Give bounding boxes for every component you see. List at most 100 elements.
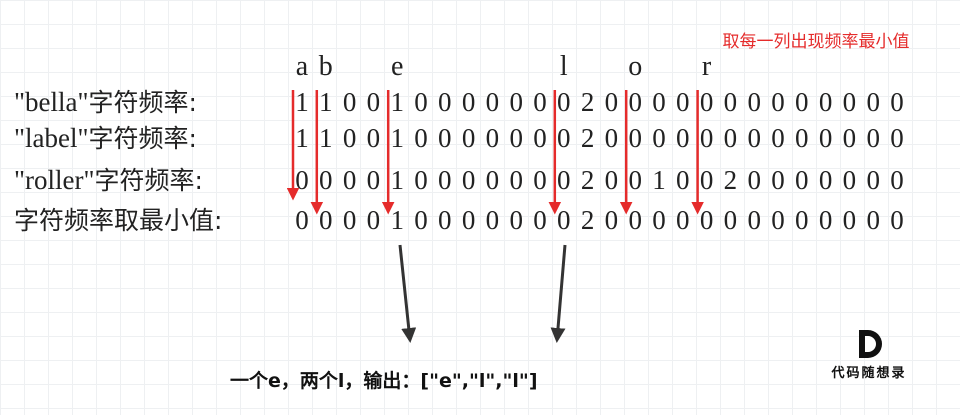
freq-cell: 0 xyxy=(723,205,738,235)
freq-cell: 0 xyxy=(604,205,619,235)
freq-cell: 0 xyxy=(771,123,785,153)
row-suffix: 字符频率: xyxy=(88,124,197,153)
freq-cell: 0 xyxy=(533,165,547,195)
freq-cell: 0 xyxy=(795,123,809,153)
freq-cell: 0 xyxy=(342,165,357,195)
freq-cell: 0 xyxy=(890,123,904,153)
freq-cell: 0 xyxy=(342,87,357,117)
freq-cell: 0 xyxy=(342,123,357,153)
freq-cell: 0 xyxy=(676,165,690,195)
freq-cell: 0 xyxy=(676,205,690,235)
freq-cell: 1 xyxy=(295,123,309,153)
freq-cell: 0 xyxy=(866,87,880,117)
freq-cell: 0 xyxy=(818,87,833,117)
freq-cell: 0 xyxy=(319,205,333,235)
freq-cell: 0 xyxy=(818,123,833,153)
freq-cell: 0 xyxy=(842,87,857,117)
freq-cell: 1 xyxy=(390,205,404,235)
row-label-3: 字符频率取最小值: xyxy=(14,203,222,238)
freq-cell: 0 xyxy=(676,87,690,117)
row-word: "bella" xyxy=(14,87,89,117)
freq-cell: 0 xyxy=(723,123,738,153)
freq-cell: 1 xyxy=(390,165,404,195)
freq-cell: 0 xyxy=(771,87,785,117)
freq-cell: 0 xyxy=(699,165,714,195)
freq-cell: 0 xyxy=(699,123,714,153)
row-suffix: 字符频率: xyxy=(88,88,197,117)
row-label-0: "bella"字符频率: xyxy=(14,85,197,120)
freq-cell: 0 xyxy=(461,205,476,235)
freq-cell: 0 xyxy=(438,123,452,153)
letter-l: l xyxy=(559,51,568,82)
freq-cell: 0 xyxy=(604,165,619,195)
output-text: 一个e，两个l，输出：["e","l","l"] xyxy=(230,370,538,392)
freq-cell: 0 xyxy=(747,205,761,235)
freq-cell: 0 xyxy=(461,87,476,117)
freq-cell: 0 xyxy=(890,87,904,117)
freq-cell: 0 xyxy=(652,87,666,117)
freq-cell: 0 xyxy=(366,165,381,195)
freq-cell: 0 xyxy=(818,205,833,235)
freq-cell: 0 xyxy=(366,205,381,235)
letter-a: a xyxy=(295,51,309,82)
freq-cell: 0 xyxy=(509,165,523,195)
freq-cell: 2 xyxy=(580,87,595,117)
freq-cell: 0 xyxy=(652,205,666,235)
freq-cell: 0 xyxy=(366,87,381,117)
freq-cell: 0 xyxy=(509,123,523,153)
row-label-1: "label"字符频率: xyxy=(14,121,197,156)
freq-cell: 0 xyxy=(438,165,452,195)
row-suffix: 字符频率取最小值: xyxy=(14,206,223,235)
freq-cell: 0 xyxy=(890,165,904,195)
freq-cell: 0 xyxy=(509,205,523,235)
logo-text: 代码随想录 xyxy=(831,366,907,381)
freq-cell: 0 xyxy=(795,165,809,195)
row-word: "label" xyxy=(14,123,89,153)
freq-cell: 0 xyxy=(747,165,761,195)
freq-cell: 0 xyxy=(557,123,571,153)
freq-cell: 0 xyxy=(533,205,547,235)
annotation-note: 取每一列出现频率最小值 xyxy=(722,32,910,52)
output-arrow-e xyxy=(398,244,417,343)
freq-cell: 0 xyxy=(676,123,690,153)
freq-cell: 2 xyxy=(580,205,595,235)
freq-cell: 0 xyxy=(533,123,547,153)
freq-cell: 0 xyxy=(747,87,761,117)
freq-cell: 0 xyxy=(866,205,880,235)
freq-cell: 0 xyxy=(628,123,642,153)
freq-cell: 0 xyxy=(485,205,500,235)
freq-cell: 0 xyxy=(557,205,571,235)
letter-r: r xyxy=(701,51,712,82)
d-logo-icon xyxy=(859,330,882,358)
freq-cell: 0 xyxy=(604,123,619,153)
freq-cell: 0 xyxy=(485,165,500,195)
freq-cell: 0 xyxy=(842,165,857,195)
freq-cell: 1 xyxy=(390,123,404,153)
freq-cell: 0 xyxy=(485,123,500,153)
freq-cell: 1 xyxy=(319,123,333,153)
freq-cell: 0 xyxy=(866,165,880,195)
freq-cell: 0 xyxy=(771,165,785,195)
freq-cell: 0 xyxy=(771,205,785,235)
freq-cell: 0 xyxy=(723,87,738,117)
letter-e: e xyxy=(390,51,404,82)
freq-cell: 0 xyxy=(557,87,571,117)
freq-cell: 0 xyxy=(295,165,309,195)
freq-cell: 0 xyxy=(414,165,428,195)
freq-cell: 0 xyxy=(533,87,547,117)
freq-cell: 0 xyxy=(818,165,833,195)
freq-cell: 0 xyxy=(295,205,309,235)
freq-cell: 0 xyxy=(866,123,880,153)
freq-cell: 0 xyxy=(438,205,452,235)
freq-cell: 0 xyxy=(414,87,428,117)
freq-cell: 0 xyxy=(461,165,476,195)
freq-cell: 2 xyxy=(723,165,738,195)
freq-cell: 0 xyxy=(842,205,857,235)
freq-cell: 0 xyxy=(557,165,571,195)
freq-cell: 0 xyxy=(342,205,357,235)
row-label-2: "roller"字符频率: xyxy=(14,163,203,198)
letter-b: b xyxy=(318,51,333,82)
freq-cell: 0 xyxy=(414,205,428,235)
letter-o: o xyxy=(628,51,643,82)
